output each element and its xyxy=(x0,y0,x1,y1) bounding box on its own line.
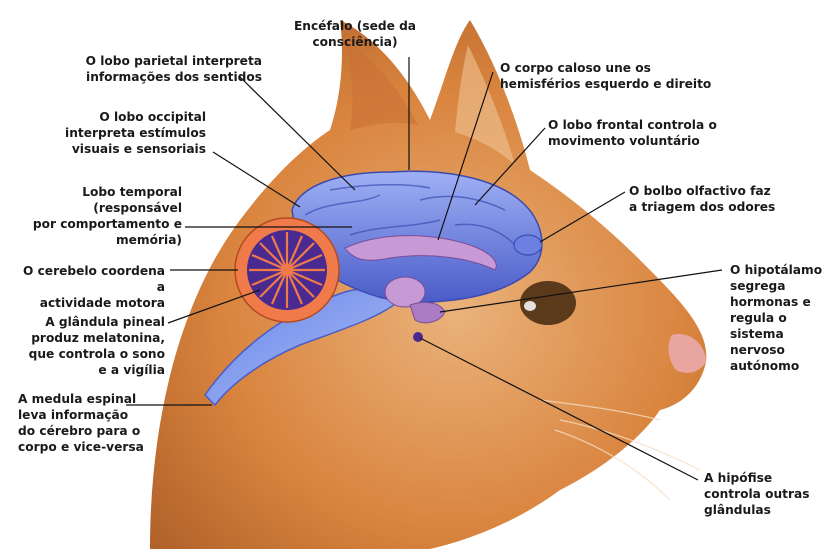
cat-eye xyxy=(520,281,576,325)
cat-eye-highlight xyxy=(524,301,536,311)
label-corpo-caloso: O corpo caloso une os hemisférios esquer… xyxy=(500,61,712,91)
corpus-callosum xyxy=(344,235,497,271)
whiskers xyxy=(539,399,701,501)
left-ear-inner xyxy=(345,40,418,130)
label-medula-espinal: A medula espinal leva informação do cére… xyxy=(18,392,144,454)
label-encefalo: Encéfalo (sede da consciência) xyxy=(293,19,417,49)
olfactory-bulb xyxy=(513,234,543,256)
label-bolbo-olfactivo: O bolbo olfactivo faz a triagem dos odor… xyxy=(629,184,776,214)
label-lobo-occipital: O lobo occipital interpreta estímulos vi… xyxy=(65,110,206,156)
thalamus xyxy=(384,276,426,308)
label-lobo-temporal: Lobo temporal (responsável por comportam… xyxy=(32,185,182,247)
label-cerebelo: O cerebelo coordena a actividade motora xyxy=(22,264,165,310)
label-glandula-pineal: A glândula pineal produz melatonina, que… xyxy=(28,315,165,377)
label-hipofise: A hipófise controla outras glândulas xyxy=(704,471,810,517)
cat-nose xyxy=(668,334,706,373)
label-lobo-frontal: O lobo frontal controla o movimento volu… xyxy=(548,118,717,148)
leader-lines xyxy=(126,57,723,481)
label-lobo-parietal: O lobo parietal interpreta informações d… xyxy=(85,54,262,84)
right-ear-inner xyxy=(455,45,515,165)
cerebrum-gyri xyxy=(304,183,516,246)
hypothalamus xyxy=(409,301,446,324)
label-hipotalamo: O hipotálamo segrega hormonas e regula o… xyxy=(730,263,823,373)
pituitary xyxy=(413,332,423,342)
cerebellum-branches xyxy=(249,232,325,308)
